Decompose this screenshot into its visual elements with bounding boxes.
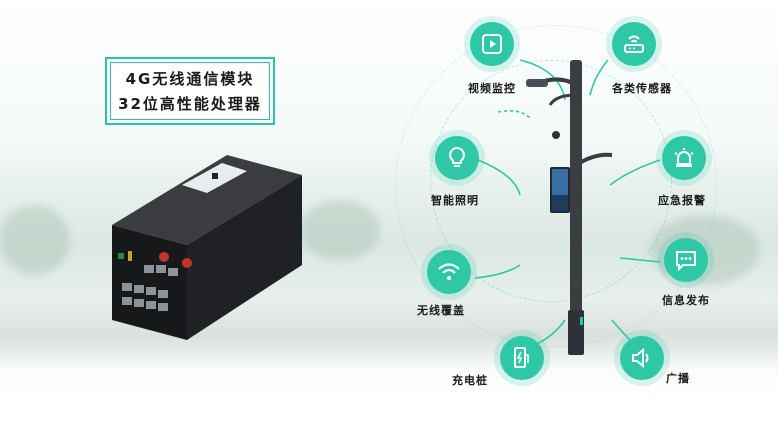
message-chat-icon	[664, 238, 708, 282]
background-tree	[0, 205, 70, 275]
feature-label: 广播	[666, 372, 690, 385]
feature-label: 无线覆盖	[417, 304, 465, 317]
decor-ring	[395, 25, 717, 347]
wifi-icon	[427, 250, 471, 294]
sensor-router-icon	[612, 22, 656, 66]
feature-label: 信息发布	[662, 294, 710, 307]
feature-label: 充电桩	[452, 374, 488, 387]
headline-frame	[105, 57, 275, 125]
background-tree	[300, 200, 380, 260]
feature-label: 视频监控	[468, 82, 516, 95]
feature-label: 智能照明	[431, 194, 479, 207]
smart-lamp-pole	[526, 60, 613, 355]
alarm-siren-icon	[662, 136, 706, 180]
feature-label: 各类传感器	[612, 82, 672, 95]
speaker-icon	[620, 336, 664, 380]
bottom-whitespace	[0, 400, 778, 444]
charging-station-icon	[500, 336, 544, 380]
feature-label: 应急报警	[658, 194, 706, 207]
headline-box: 4G无线通信模块 32位高性能处理器	[105, 57, 275, 125]
4g-router-device	[112, 155, 302, 340]
headline-inner	[110, 62, 270, 120]
light-bulb-icon	[435, 136, 479, 180]
headline-line-1: 4G无线通信模块	[125, 70, 255, 88]
video-play-icon	[470, 22, 514, 66]
headline-line-2: 32位高性能处理器	[118, 95, 262, 113]
